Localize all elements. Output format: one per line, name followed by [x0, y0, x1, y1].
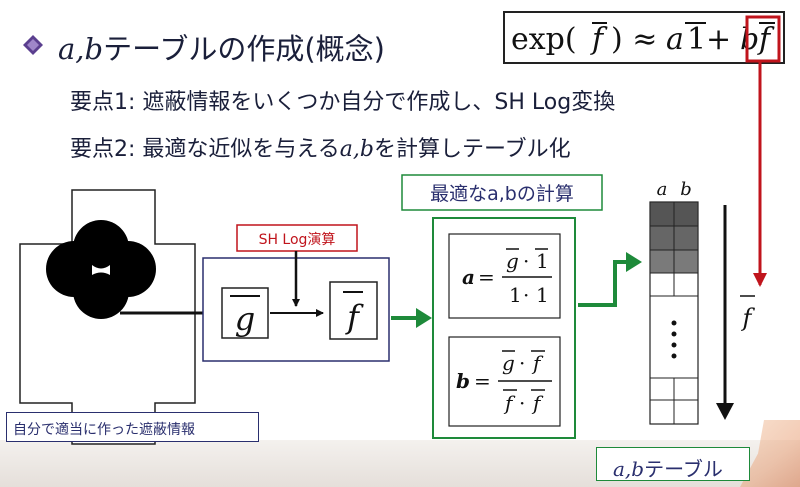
- table-cell: [649, 225, 675, 251]
- eq-a-den-right: 1: [536, 283, 549, 307]
- ellipsis-dot: [671, 331, 677, 337]
- eq-b-num-dot: ·: [519, 351, 525, 375]
- approximation-formula: exp( f ) ≈ a 1 + b f: [503, 11, 785, 64]
- table-cell: [673, 225, 699, 251]
- table-caption-math: a,b: [613, 457, 645, 481]
- table-cell: [649, 249, 675, 274]
- point-2-suffix: を計算しテーブル化: [373, 137, 571, 162]
- title-text: テーブルの作成(概念): [103, 32, 385, 66]
- formula-plus: +: [706, 22, 731, 57]
- eq-a-num-right: 1: [536, 249, 549, 273]
- eq-b-den-dot: ·: [519, 391, 525, 415]
- occluder-cross: [19, 189, 196, 445]
- eq-a-den-dot: ·: [523, 283, 529, 307]
- formula-exp: exp(: [511, 22, 577, 57]
- title-math: a,b: [58, 32, 104, 66]
- formula-a: a: [666, 22, 684, 57]
- eq-a-num-dot: ·: [523, 249, 529, 273]
- table-caption-box: a,bテーブル: [596, 447, 750, 481]
- occluder-caption: 自分で適当に作った遮蔽情報: [13, 422, 195, 438]
- point-1: 要点1: 遮蔽情報をいくつか自分で作成し、SH Log変換: [70, 84, 615, 116]
- optimal-ab-label-box: [401, 174, 603, 211]
- eq-a-equals: =: [478, 265, 495, 289]
- point-2-prefix: 要点2: 最適な近似を与える: [70, 137, 340, 162]
- table-caption-text: テーブル: [644, 457, 723, 481]
- table-caption: a,bテーブル: [613, 453, 723, 481]
- table-cell: [673, 201, 699, 227]
- ab-table: [649, 201, 699, 425]
- equation-a-box: [448, 233, 561, 319]
- formula-b: b: [740, 22, 759, 57]
- optimal-ab-label: 最適なa,bの計算: [430, 183, 574, 205]
- occluder-blob: [73, 263, 129, 319]
- eq-a-lhs: a: [462, 265, 475, 289]
- point-2: 要点2: 最適な近似を与えるa,bを計算しテーブル化: [70, 131, 571, 163]
- highlight-f-box: [745, 15, 781, 63]
- ellipsis-dot: [671, 320, 677, 326]
- table-cell: [673, 249, 699, 274]
- eq-a-num-left: g: [506, 249, 519, 273]
- formula-one: 1: [687, 22, 706, 57]
- g-symbol: g: [235, 300, 255, 338]
- point-2-math: a,b: [339, 137, 374, 162]
- ellipsis-dot: [671, 353, 677, 359]
- diamond-bullet-icon: [23, 35, 43, 55]
- sh-log-label: SH Log演算: [259, 232, 336, 248]
- eq-b-equals: =: [474, 369, 491, 393]
- eq-b-lhs: b: [456, 369, 470, 393]
- page-title: a,bテーブルの作成(概念): [58, 26, 385, 68]
- eq-a-den-left: 1: [509, 283, 522, 307]
- occluder-caption-box: 自分で適当に作った遮蔽情報: [6, 412, 259, 442]
- sh-log-label-box: [236, 224, 358, 252]
- table-cell: [649, 201, 675, 227]
- column-a-header: a: [657, 179, 668, 200]
- formula-approx: ) ≈: [611, 22, 657, 57]
- f-axis-label: f: [741, 304, 756, 332]
- green-arrow-2: [578, 260, 628, 307]
- column-b-header: b: [680, 179, 692, 200]
- point-1-text: 要点1: 遮蔽情報をいくつか自分で作成し、SH Log変換: [70, 90, 616, 115]
- ellipsis-dot: [671, 342, 677, 348]
- eq-b-num-left: g: [502, 351, 515, 375]
